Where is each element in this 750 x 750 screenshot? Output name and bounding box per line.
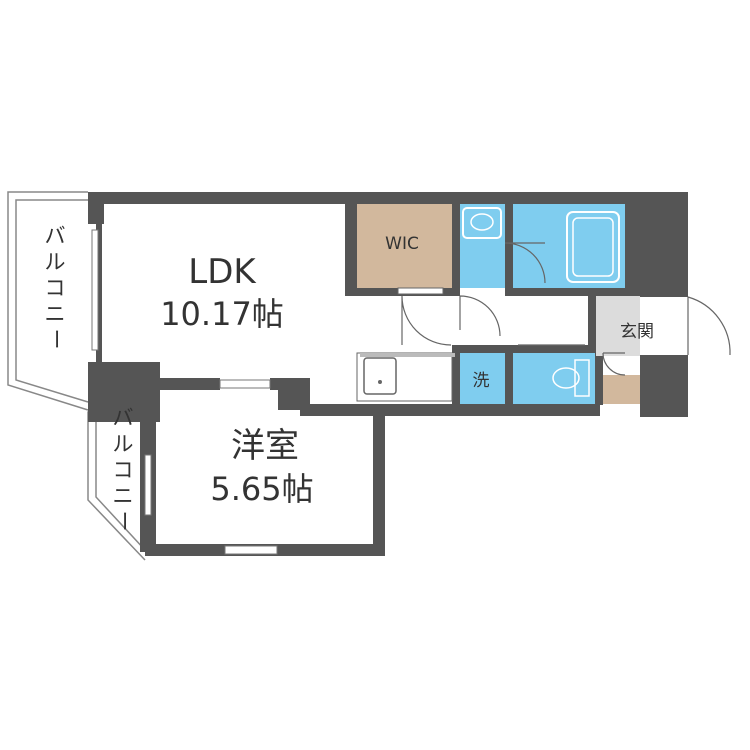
window-ldk-left (91, 229, 99, 351)
ldk-name: LDK (188, 252, 257, 292)
washbasin-icon (462, 207, 502, 239)
entrance-door (687, 296, 731, 356)
wic-floor (357, 204, 452, 288)
svg-text:ル: ル (45, 250, 66, 274)
washer-floor (460, 353, 505, 404)
windows (91, 229, 278, 555)
entrance-inner-door (602, 352, 626, 376)
svg-text:バ: バ (113, 406, 134, 430)
western-room-area: 5.65帖 (210, 470, 313, 508)
svg-text:ニ: ニ (45, 302, 66, 326)
balcony-1 (7, 191, 89, 411)
window-room-left (144, 454, 152, 516)
window-room-bottom (224, 545, 278, 555)
svg-text:コ: コ (113, 458, 134, 482)
svg-text:ル: ル (113, 432, 134, 456)
kitchen-sink-icon (356, 352, 455, 402)
ldk-area: 10.17帖 (160, 295, 284, 333)
svg-text:ー: ー (112, 511, 136, 532)
shoe-storage (603, 375, 640, 404)
bathtub-icon (566, 211, 620, 283)
washbasin-floor (460, 204, 505, 288)
corridor-door (459, 295, 501, 337)
wic-shelf (397, 287, 444, 295)
svg-text:ー: ー (44, 329, 68, 350)
svg-text:ニ: ニ (113, 484, 134, 508)
toilet-icon (552, 359, 590, 397)
ldk-door (401, 295, 452, 346)
entrance-floor (596, 296, 640, 356)
fixtures (356, 207, 620, 402)
svg-text:バ: バ (45, 224, 66, 248)
wic-label: WIC (385, 234, 419, 254)
washroom-label: 洗 (473, 371, 490, 391)
balcony-1-label: バ ル コ ニ ー (44, 224, 68, 350)
balcony-2-label: バ ル コ ニ ー (112, 406, 136, 532)
room-floors (357, 204, 640, 404)
window-room-top (219, 379, 271, 389)
entrance-label: 玄関 (620, 322, 654, 342)
doors (401, 242, 731, 376)
svg-text:コ: コ (45, 276, 66, 300)
washbasin-door (504, 242, 546, 284)
western-room-name: 洋室 (231, 426, 299, 466)
